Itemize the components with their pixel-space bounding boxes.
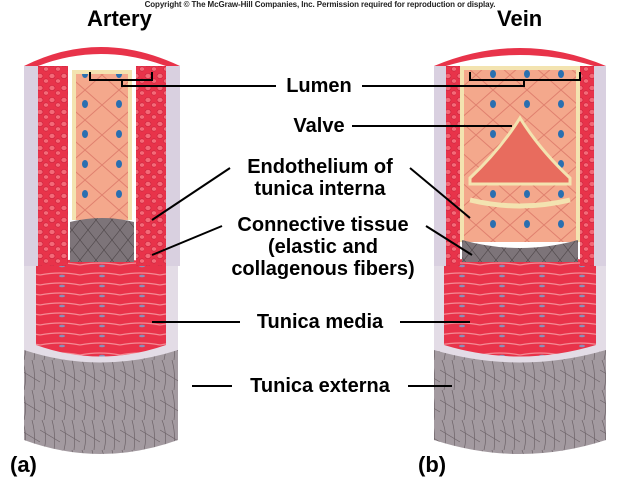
lumen-label: Lumen	[286, 75, 352, 97]
endothelium-label: Endothelium of tunica interna	[228, 156, 412, 200]
artery-externa-wall-left	[24, 66, 38, 266]
connective-tissue-label: Connective tissue (elastic and collageno…	[214, 214, 432, 280]
vein-diagram	[434, 48, 606, 454]
artery-media-right	[136, 66, 166, 266]
vein-tunica-externa	[434, 350, 606, 454]
vein-lumen-bracket	[362, 72, 581, 87]
artery-tunica-externa	[24, 350, 178, 454]
artery-connective-tissue	[70, 218, 134, 262]
artery-endothelium-leader	[151, 167, 231, 221]
panel-label-b: (b)	[418, 452, 447, 477]
vein-valve	[468, 115, 572, 186]
valve-label: Valve	[293, 115, 345, 137]
endothelium-label-line1: Endothelium of	[247, 156, 393, 178]
vein-connective-leader	[425, 225, 473, 256]
tunica-externa-label: Tunica externa	[250, 375, 390, 397]
connective-label-line1: Connective tissue	[237, 214, 409, 236]
artery-diagram	[24, 47, 180, 454]
vein-connective-tissue	[462, 240, 578, 262]
endothelium-label-line2: tunica interna	[254, 178, 386, 200]
artery-connective-leader	[151, 225, 223, 256]
artery-externa-wall-right	[166, 66, 180, 266]
leader-lines	[89, 72, 581, 387]
copyright-notice: Copyright © The McGraw-Hill Companies, I…	[144, 0, 496, 9]
artery-endothelium	[76, 74, 128, 220]
vein-externa-wall-right	[594, 66, 606, 266]
artery-media-left	[38, 66, 68, 266]
vein-title: Vein	[497, 6, 543, 31]
vein-externa-wall-left	[434, 66, 446, 266]
tunica-media-label: Tunica media	[256, 311, 384, 333]
connective-label-line3: collagenous fibers)	[231, 258, 415, 280]
vein-media-left	[446, 66, 460, 266]
panel-label-a: (a)	[10, 452, 37, 477]
artery-title: Artery	[87, 6, 152, 31]
connective-label-line2: (elastic and	[267, 236, 379, 258]
vein-media-right	[580, 66, 594, 266]
vein-endothelium-leader	[409, 167, 471, 219]
artery-lumen-bracket	[89, 72, 276, 87]
